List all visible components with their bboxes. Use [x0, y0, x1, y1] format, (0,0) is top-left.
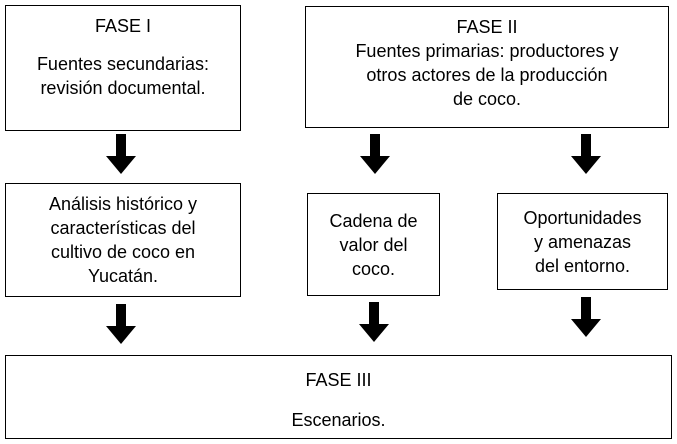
opportunities-line1: Oportunidades — [523, 207, 642, 228]
phase1-box: FASE I Fuentes secundarias: revisión doc… — [5, 5, 241, 131]
phase3-box: FASE III Escenarios. — [5, 355, 672, 439]
opportunities-line2: y amenazas — [533, 231, 632, 252]
phase2-text-line3: de coco. — [452, 89, 522, 109]
opportunities-line3: del entorno. — [534, 255, 631, 276]
value-chain-line1: Cadena de — [329, 210, 418, 231]
phase3-title: FASE III — [305, 370, 372, 390]
down-arrow-icon — [571, 134, 601, 174]
phase1-title: FASE I — [94, 16, 152, 36]
down-arrow-icon — [571, 297, 601, 337]
historical-analysis-box: Análisis histórico y características del… — [5, 183, 241, 297]
phase2-title: FASE II — [456, 17, 518, 37]
opportunities-threats-box: Oportunidades y amenazas del entorno. — [497, 193, 668, 290]
down-arrow-icon — [360, 134, 390, 174]
historical-analysis-line2: características del — [50, 218, 196, 238]
phase2-box: FASE II Fuentes primarias: productores y… — [305, 6, 669, 128]
down-arrow-icon — [359, 302, 389, 342]
phase2-text-line2: otros actores de la producción — [366, 65, 608, 85]
historical-analysis-line4: Yucatán. — [87, 266, 159, 286]
phase1-text-line1: Fuentes secundarias: — [36, 54, 210, 74]
phase2-text-line1: Fuentes primarias: productores y — [355, 41, 619, 61]
value-chain-box: Cadena de valor del coco. — [307, 193, 440, 296]
down-arrow-icon — [106, 134, 136, 174]
phase3-text: Escenarios. — [291, 410, 386, 430]
historical-analysis-line3: cultivo de coco en — [50, 242, 196, 262]
down-arrow-icon — [106, 304, 136, 344]
value-chain-line3: coco. — [351, 258, 396, 279]
phase1-text-line2: revisión documental. — [40, 78, 206, 98]
historical-analysis-line1: Análisis histórico y — [48, 194, 198, 214]
value-chain-line2: valor del — [339, 234, 408, 255]
